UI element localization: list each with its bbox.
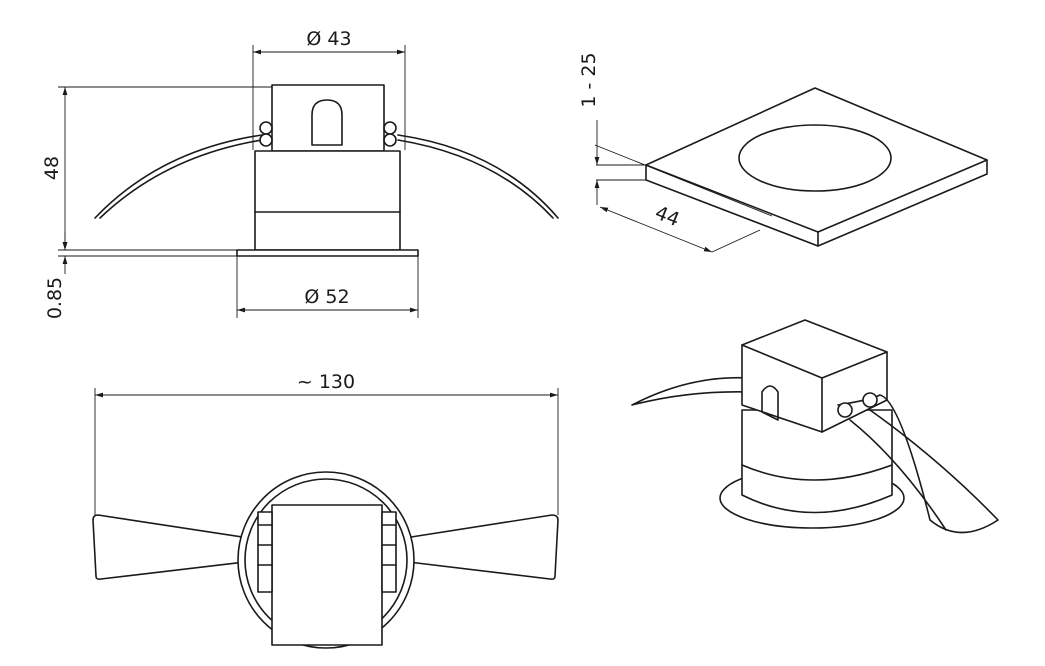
left-spring-wire [631, 376, 753, 406]
ceiling-thickness-label: 1 - 25 [578, 52, 600, 107]
terminal [837, 402, 853, 418]
left-spring-wire [92, 514, 263, 580]
overall-width-label: ~ 130 [297, 371, 355, 393]
terminal [862, 392, 878, 408]
flange-diameter-label: Ø 52 [304, 286, 349, 308]
right-spring-wire [391, 514, 559, 580]
junction-box [271, 84, 385, 152]
right-spring-wire [837, 394, 999, 534]
cutout-view: 1 - 25 44 [578, 52, 988, 253]
cutout-hole [738, 124, 892, 192]
right-spring-wire [397, 134, 559, 219]
housing-body [254, 150, 401, 251]
cable-entry [761, 385, 779, 421]
front-view: Ø 43 48 0.85 Ø 52 [41, 28, 559, 319]
left-spring-wire [94, 134, 263, 219]
cutout-size-label: 44 [652, 202, 683, 231]
cable-entry [311, 99, 343, 146]
height-label: 48 [41, 156, 63, 180]
flange [236, 249, 419, 257]
isometric-fixture [631, 319, 999, 534]
top-diameter-label: Ø 43 [306, 28, 351, 50]
junction-box-bottom [271, 504, 383, 646]
flange-thickness-label: 0.85 [44, 277, 66, 319]
bottom-view: ~ 130 [92, 371, 559, 649]
housing-body [741, 409, 893, 514]
